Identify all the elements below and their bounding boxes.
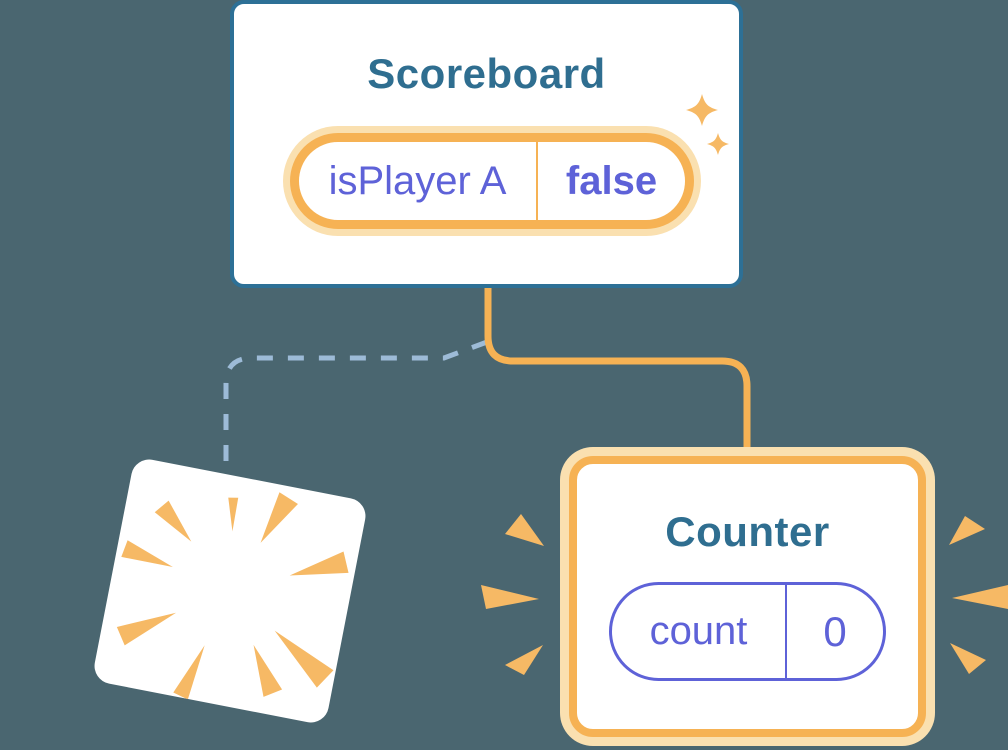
emphasis-rays-left-icon: [481, 514, 544, 675]
state-value-label: false: [565, 158, 658, 203]
destroyed-card: [91, 456, 369, 726]
counter-card: Counter count 0: [569, 456, 926, 737]
scoreboard-state-pill: isPlayer A false: [290, 133, 694, 229]
state-value-label: 0: [823, 607, 847, 655]
state-key-label: isPlayer A: [299, 142, 538, 220]
connector-solid-counter: [484, 286, 751, 460]
scoreboard-title: Scoreboard: [367, 50, 606, 97]
counter-state-pill: count 0: [609, 582, 886, 681]
sparkles-icon: [686, 94, 729, 155]
counter-title: Counter: [665, 508, 830, 555]
poof-burst-icon: [116, 492, 349, 700]
state-key-label: count: [612, 585, 787, 678]
connector-dashed-removed-child: [223, 339, 488, 464]
scoreboard-card: Scoreboard isPlayer A false: [230, 0, 743, 288]
emphasis-rays-right-icon: [949, 516, 1008, 674]
